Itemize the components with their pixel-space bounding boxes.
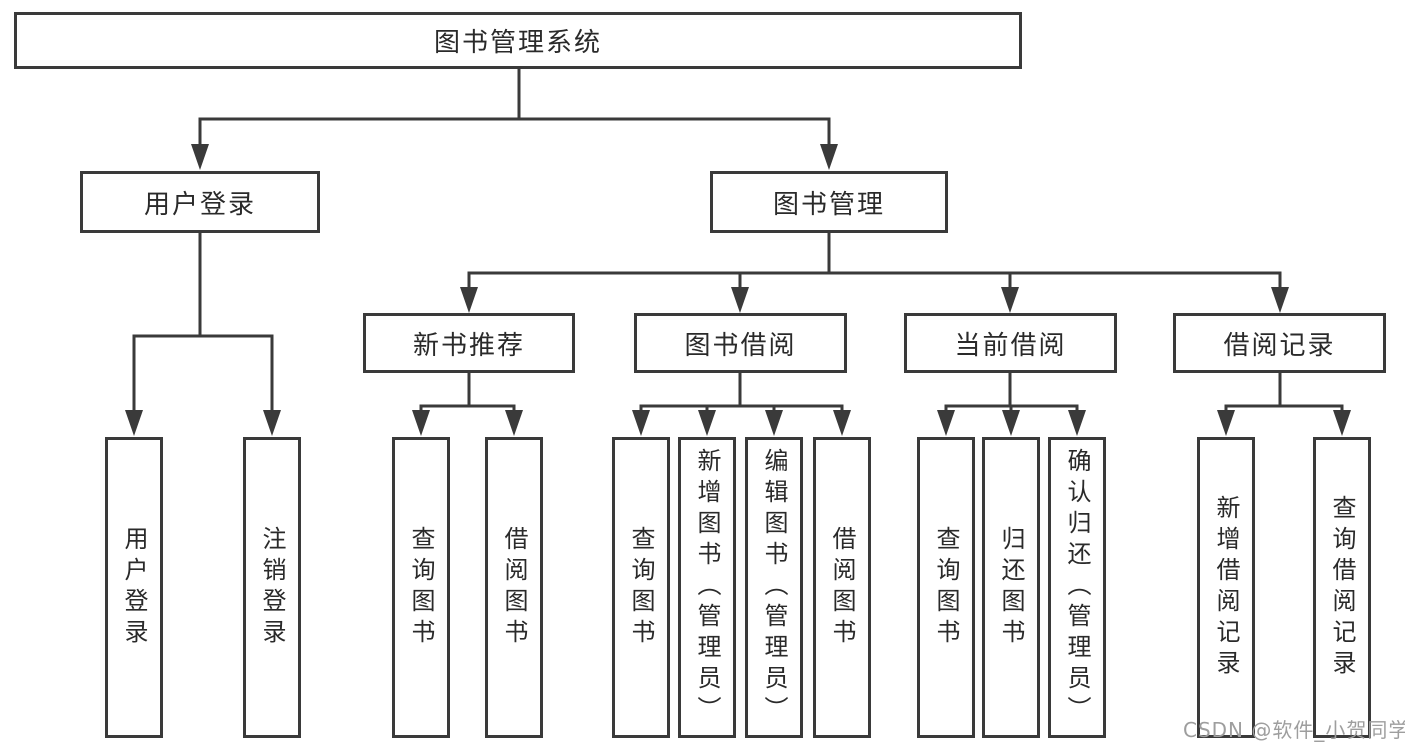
connector-user-login-children [132,233,274,419]
connector-book-mgmt-to-level3 [467,233,1282,296]
node-new-book-rec-label: 新书推荐 [412,330,525,361]
node-root: 图书管理系统 [14,12,1022,69]
arrowheads-new-book-rec-children [412,410,523,436]
connector-root-to-level2 [198,68,831,152]
node-current-borrow: 当前借阅 [904,313,1117,373]
leaf-edit-book-admin-label: 编辑图书（管理员） [760,448,788,727]
connector-book-borrow-children [639,373,844,419]
leaf-query-book-borrow-label: 查询图书 [627,525,655,650]
leaf-query-book-current: 查询图书 [917,437,975,738]
arrowheads-level2 [191,144,838,170]
node-user-login: 用户登录 [80,171,320,233]
leaf-return-book: 归还图书 [982,437,1040,738]
arrowheads-borrow-record-children [1217,410,1351,436]
node-borrow-record-label: 借阅记录 [1223,330,1336,361]
node-book-mgmt: 图书管理 [710,171,948,233]
leaf-query-book-newrec-label: 查询图书 [407,525,435,650]
arrowheads-user-login-children [125,410,281,436]
arrowheads-level3 [460,287,1289,313]
leaf-confirm-return-admin-label: 确认归还（管理员） [1063,448,1091,727]
connector-new-book-rec-children [419,373,516,419]
arrowheads-current-borrow-children [937,410,1086,436]
leaf-query-borrow-record: 查询借阅记录 [1313,437,1371,738]
node-root-label: 图书管理系统 [433,28,602,58]
arrowheads-book-borrow-children [632,410,851,436]
leaf-add-borrow-record-label: 新增借阅记录 [1212,494,1240,681]
leaf-query-book-borrow: 查询图书 [612,437,670,738]
leaf-user-login: 用户登录 [105,437,163,738]
node-user-login-label: 用户登录 [143,189,256,220]
connector-borrow-record-children [1224,373,1344,419]
leaf-user-login-label: 用户登录 [120,525,148,650]
leaf-logout: 注销登录 [243,437,301,738]
leaf-query-book-current-label: 查询图书 [932,525,960,650]
node-book-borrow-label: 图书借阅 [684,330,797,361]
leaf-borrow-book-newrec-label: 借阅图书 [500,525,528,650]
leaf-borrow-book-newrec: 借阅图书 [485,437,543,738]
node-book-mgmt-label: 图书管理 [772,189,885,220]
leaf-add-book-admin-label: 新增图书（管理员） [693,448,721,727]
leaf-borrow-book-label: 借阅图书 [828,525,856,650]
leaf-query-book-newrec: 查询图书 [392,437,450,738]
leaf-logout-label: 注销登录 [258,525,286,650]
leaf-add-book-admin: 新增图书（管理员） [678,437,736,738]
node-borrow-record: 借阅记录 [1173,313,1386,373]
leaf-add-borrow-record: 新增借阅记录 [1197,437,1255,738]
leaf-borrow-book: 借阅图书 [813,437,871,738]
leaf-return-book-label: 归还图书 [997,525,1025,650]
leaf-query-borrow-record-label: 查询借阅记录 [1328,494,1356,681]
node-new-book-rec: 新书推荐 [363,313,575,373]
node-current-borrow-label: 当前借阅 [954,330,1067,361]
leaf-confirm-return-admin: 确认归还（管理员） [1048,437,1106,738]
node-book-borrow: 图书借阅 [634,313,847,373]
leaf-edit-book-admin: 编辑图书（管理员） [745,437,803,738]
